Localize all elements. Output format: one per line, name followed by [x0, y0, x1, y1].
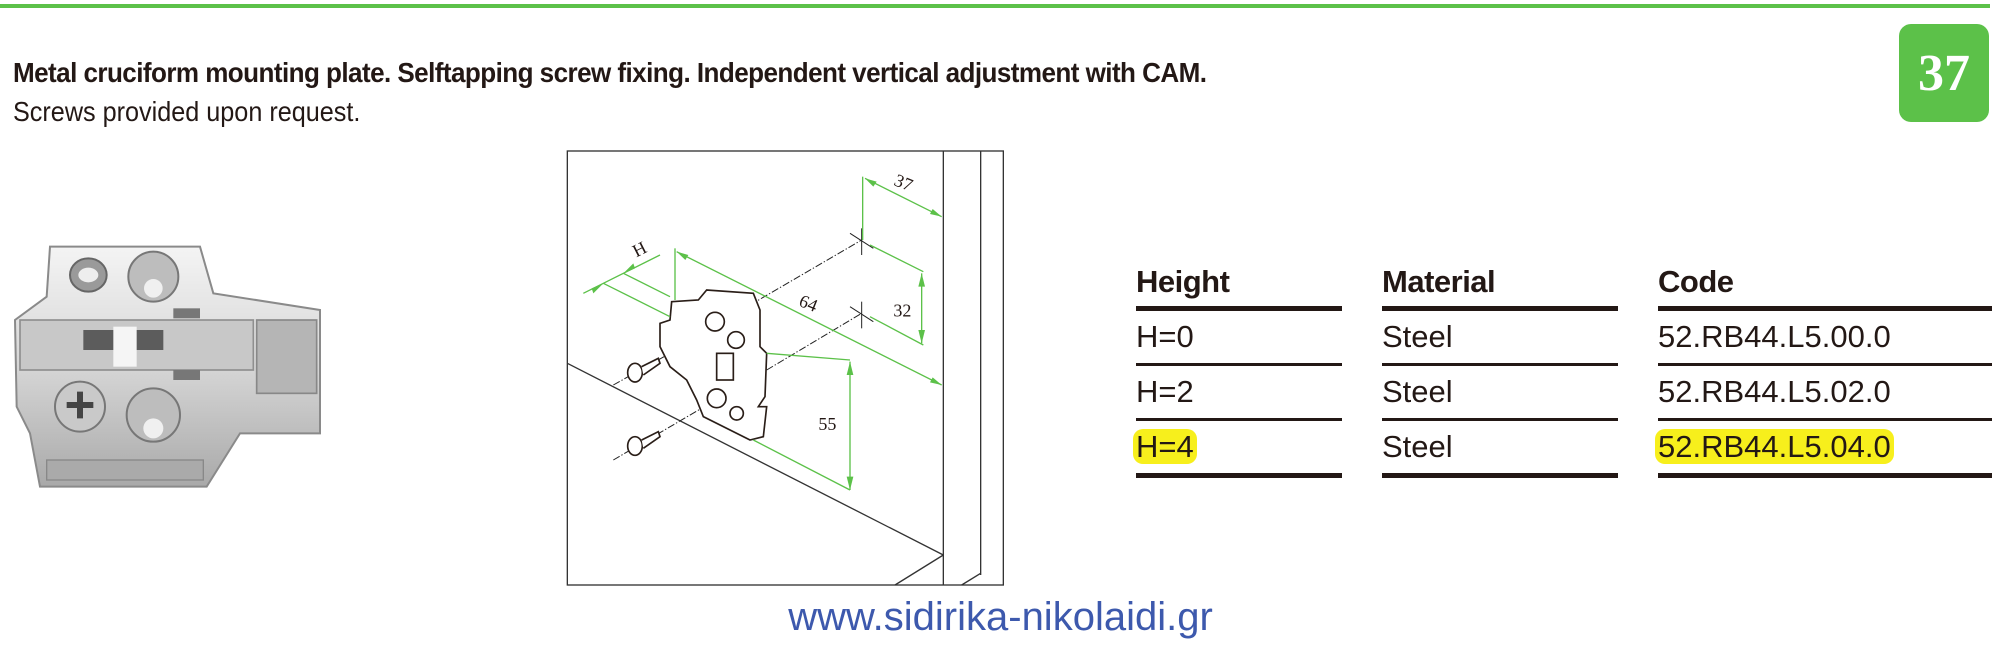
table-row-highlighted: H=4 Steel 52.RB44.L5.04.0: [1133, 421, 1992, 478]
cell-material: Steel: [1382, 429, 1453, 464]
dim-37: 37: [892, 170, 916, 195]
diagram-frame: [566, 150, 1004, 586]
header-height: Height: [1136, 258, 1342, 311]
cell-material: Steel: [1382, 319, 1453, 354]
cell-height: H=4: [1133, 429, 1197, 464]
mounting-plate-drawing: [659, 289, 768, 441]
product-photo: [13, 245, 321, 488]
cell-code: 52.RB44.L5.02.0: [1658, 374, 1891, 409]
table-row: H=2 Steel 52.RB44.L5.02.0: [1136, 366, 1992, 421]
installation-diagram: 37 H 64 32 55: [566, 150, 1004, 586]
screw-icon: [626, 357, 661, 457]
cell-code: 52.RB44.L5.04.0: [1655, 429, 1894, 464]
dim-h: H: [629, 237, 650, 261]
product-subtitle: Screws provided upon request.: [13, 96, 361, 127]
dim-64: 64: [796, 291, 820, 316]
table-header-row: Height Material Code: [1136, 258, 1992, 311]
header-material: Material: [1382, 258, 1618, 311]
cell-height: H=2: [1136, 374, 1194, 409]
table-row: H=0 Steel 52.RB44.L5.00.0: [1136, 311, 1992, 366]
dim-32: 32: [893, 301, 911, 321]
website-link[interactable]: www.sidirika-nikolaidi.gr: [788, 595, 1213, 639]
cell-material: Steel: [1382, 374, 1453, 409]
top-green-rule: [0, 4, 1990, 8]
header-code: Code: [1658, 258, 1992, 311]
product-title: Metal cruciform mounting plate. Selftapp…: [13, 57, 1207, 88]
page-number-badge: 37: [1899, 24, 1989, 122]
dim-55: 55: [818, 414, 836, 434]
cell-code: 52.RB44.L5.00.0: [1658, 319, 1891, 354]
spec-table: Height Material Code H=0 Steel 52.RB44.L…: [1133, 258, 1992, 478]
cell-height: H=0: [1136, 319, 1194, 354]
